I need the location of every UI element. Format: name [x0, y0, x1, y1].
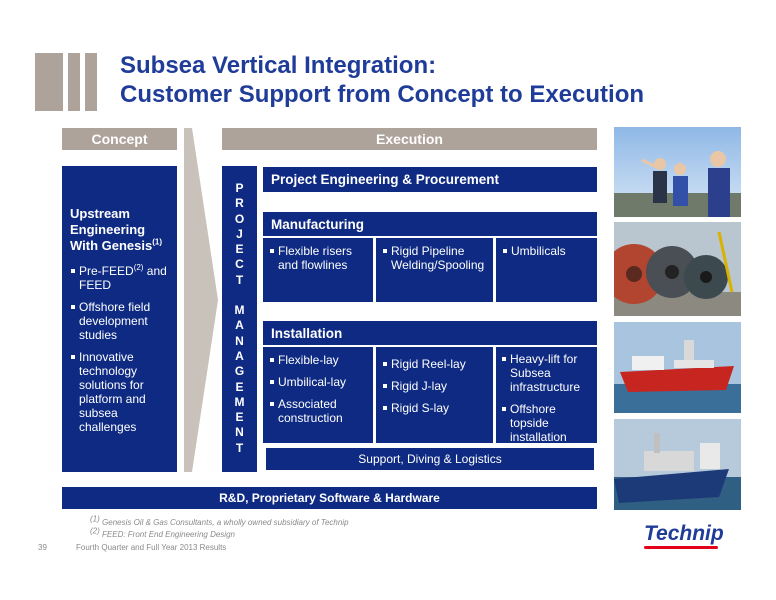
upstream-list: Pre-FEED(2) and FEED Offshore field deve…	[70, 264, 171, 434]
list-item: Rigid S-lay	[382, 401, 487, 415]
list-item: Innovative technology solutions for plat…	[70, 350, 171, 434]
project-engineering-header: Project Engineering & Procurement	[263, 167, 597, 192]
project-engineering-label: Project Engineering & Procurement	[271, 172, 500, 187]
pm-letter: M	[234, 394, 245, 409]
slide-title: Subsea Vertical Integration: Customer Su…	[120, 51, 644, 109]
header-bar-2	[68, 53, 80, 111]
upstream-heading: Upstream Engineering With Genesis(1)	[70, 206, 163, 253]
title-line-2: Customer Support from Concept to Executi…	[120, 81, 645, 108]
pm-letter: R	[235, 196, 244, 211]
concept-header: Concept	[62, 128, 177, 150]
upstream-engineering-box: Upstream Engineering With Genesis(1) Pre…	[62, 166, 177, 472]
pm-letter: T	[235, 440, 244, 455]
logo-swoosh	[644, 546, 718, 549]
manufacturing-cell-1: Flexible risers and flowlines	[263, 238, 373, 302]
rnd-bar: R&D, Proprietary Software & Hardware	[62, 487, 597, 509]
photo-vessel-blue	[614, 419, 741, 510]
header-bar-1	[35, 53, 63, 111]
pm-letter: T	[235, 272, 244, 287]
installation-cell-3: Heavy-lift for Subsea infrastructure Off…	[496, 347, 597, 444]
list-item: Pre-FEED(2) and FEED	[70, 264, 171, 292]
pm-letter: M	[234, 303, 245, 318]
pm-letter: E	[235, 379, 244, 394]
project-management-column: P R O J E C T M A N A G E M E N T	[222, 166, 257, 472]
list-item: Offshore topside installation	[501, 402, 593, 444]
manufacturing-label: Manufacturing	[271, 216, 364, 232]
pm-letter: P	[235, 181, 244, 195]
list-item: Flexible risers and flowlines	[269, 244, 367, 272]
list-item: Umbilicals	[502, 244, 591, 258]
support-label: Support, Diving & Logistics	[358, 452, 502, 466]
pm-letter: A	[235, 318, 244, 333]
execution-label: Execution	[376, 131, 443, 147]
pm-letter: O	[234, 211, 245, 226]
list-item: Umbilical-lay	[269, 375, 367, 389]
photo-reels	[614, 222, 741, 316]
pm-letter: A	[235, 348, 244, 363]
photo-engineers	[614, 127, 741, 217]
installation-cell-2: Rigid Reel-lay Rigid J-lay Rigid S-lay	[376, 347, 493, 443]
page-number: 39	[38, 543, 47, 552]
list-item: Heavy-lift for Subsea infrastructure	[501, 352, 593, 394]
manufacturing-header: Manufacturing	[263, 212, 597, 236]
pm-letter: E	[235, 410, 244, 425]
header-bar-3	[85, 53, 97, 111]
footer-text: Fourth Quarter and Full Year 2013 Result…	[76, 543, 227, 552]
manufacturing-cell-2: Rigid Pipeline Welding/Spooling	[376, 238, 493, 302]
concept-label: Concept	[91, 131, 148, 147]
list-item: Offshore field development studies	[70, 300, 171, 342]
pm-letter: G	[234, 364, 245, 379]
transition-arrow	[184, 128, 218, 472]
pm-letter: J	[236, 226, 243, 241]
rnd-label: R&D, Proprietary Software & Hardware	[219, 491, 440, 505]
photo-vessel-red	[614, 322, 741, 413]
list-item: Rigid J-lay	[382, 379, 487, 393]
list-item: Rigid Pipeline Welding/Spooling	[382, 244, 487, 272]
list-item: Rigid Reel-lay	[382, 357, 487, 371]
footnote-1: (1) Genesis Oil & Gas Consultants, a who…	[90, 514, 349, 527]
pm-letter: E	[235, 242, 244, 257]
technip-logo: Technip	[644, 523, 726, 553]
title-line-1: Subsea Vertical Integration:	[120, 52, 437, 79]
pm-letter: N	[235, 425, 244, 440]
list-item: Flexible-lay	[269, 353, 367, 367]
installation-cell-1: Flexible-lay Umbilical-lay Associated co…	[263, 347, 373, 443]
footnote-2: (2) FEED: Front End Engineering Design	[90, 526, 235, 539]
list-item: Associated construction	[269, 397, 367, 425]
execution-header: Execution	[222, 128, 597, 150]
pm-letter: C	[235, 257, 244, 272]
support-bar: Support, Diving & Logistics	[266, 448, 594, 470]
manufacturing-cell-3: Umbilicals	[496, 238, 597, 302]
pm-letter: N	[235, 333, 244, 348]
installation-header: Installation	[263, 321, 597, 345]
installation-label: Installation	[271, 325, 343, 341]
logo-text: Technip	[644, 522, 724, 545]
